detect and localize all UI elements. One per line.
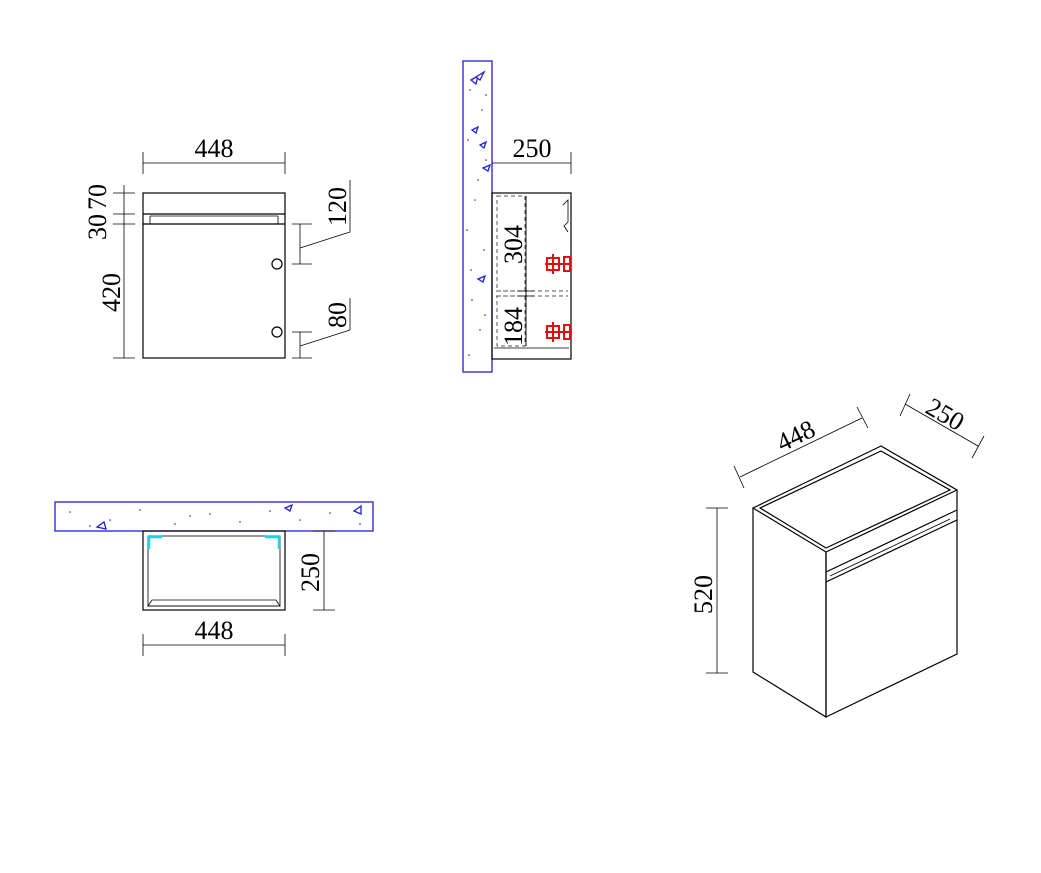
front-top-a-label: 30: [83, 214, 112, 240]
top-cabinet-outline: [142, 530, 286, 611]
top-wall-hatch: [69, 503, 362, 530]
top-depth-label: 250: [296, 553, 325, 592]
front-cabinet-outline: [142, 192, 286, 359]
edge-band-right: [265, 535, 281, 549]
hinge-hole-lower: [271, 326, 283, 338]
front-hole-lower-label: 80: [323, 302, 352, 328]
iso-height-label: 520: [689, 575, 718, 614]
side-lower-label: 184: [499, 307, 528, 346]
front-body-height-label: 420: [97, 273, 126, 312]
iso-width-label: 448: [772, 414, 820, 457]
side-depth-label: 250: [513, 134, 552, 163]
iso-view: 448 250 520: [689, 392, 985, 719]
front-view: 448 30 70 420 120 80: [83, 134, 352, 359]
front-top-b-label: 70: [83, 184, 112, 210]
iso-cabinet: [751, 445, 959, 719]
hinge-hole-upper: [271, 258, 283, 270]
side-wall: [462, 60, 493, 373]
top-wall: [54, 501, 374, 532]
hinge-hardware-lower: [545, 322, 571, 342]
iso-depth-label: 250: [921, 392, 969, 437]
hinge-hardware-upper: [545, 254, 571, 274]
front-hole-upper-label: 120: [323, 187, 352, 226]
top-view: 250 448: [54, 501, 374, 656]
side-view: 250 304 184: [462, 60, 572, 373]
top-width-label: 448: [195, 616, 234, 645]
side-upper-label: 304: [499, 225, 528, 264]
front-width-label: 448: [195, 134, 234, 163]
side-cabinet-outline: [491, 192, 572, 360]
side-wall-hatch: [466, 70, 492, 356]
edge-band-left: [147, 535, 162, 549]
